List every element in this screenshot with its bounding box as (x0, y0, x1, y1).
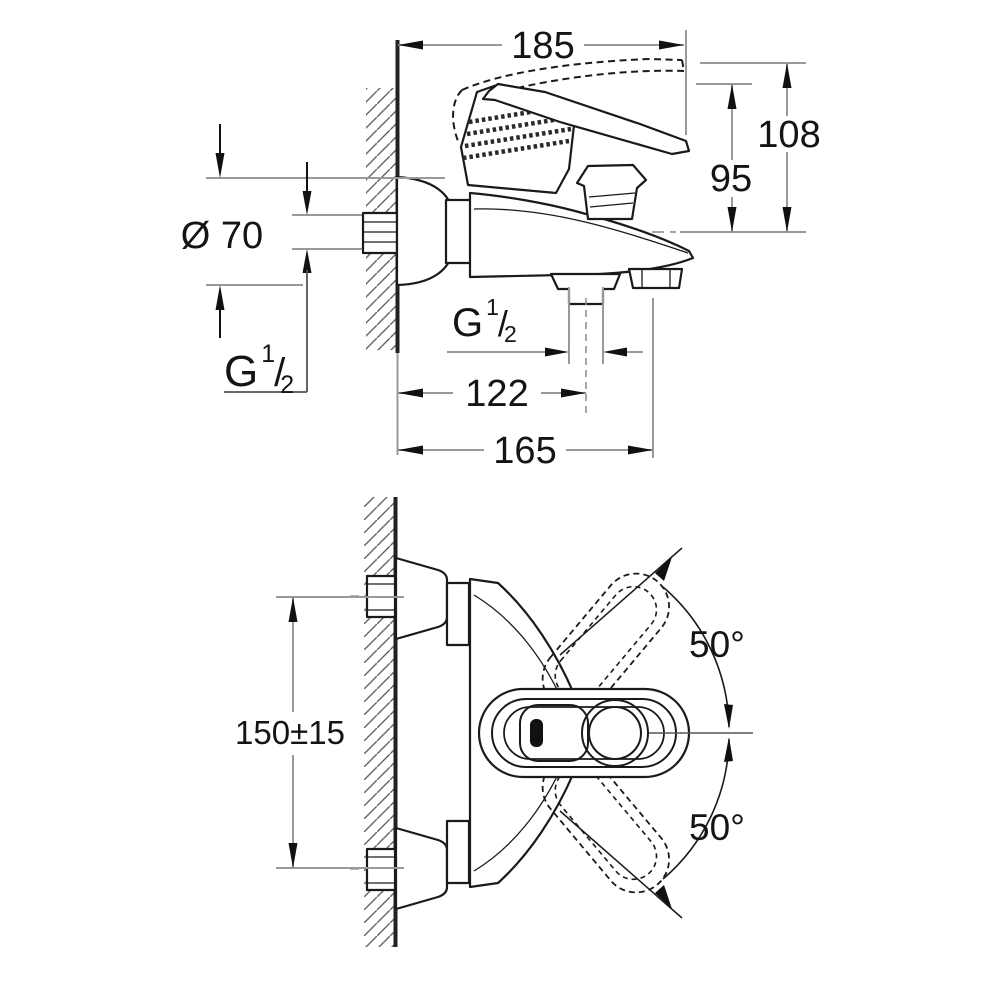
upper-union-stem (445, 581, 471, 647)
knurl-texture (462, 102, 575, 161)
arrowhead (782, 207, 792, 232)
dim-150: 150±15 (235, 596, 404, 869)
body-inner-edge-upper (473, 594, 563, 701)
arrowhead (655, 885, 672, 909)
dim-escutcheon-diameter: Ø 70 (181, 124, 445, 338)
dim-150-label: 150±15 (235, 714, 345, 751)
swing-line-upper (559, 547, 683, 656)
shower-outlet (627, 267, 684, 290)
arrowhead (288, 843, 298, 868)
arrowhead (215, 285, 225, 310)
upper-escutcheon (394, 556, 449, 641)
dim-108-label: 108 (757, 114, 820, 156)
side-view: 185 108 95 (181, 25, 821, 472)
body-inner-edge-lower (473, 765, 563, 872)
handle-end-circle-outer (581, 699, 649, 767)
arrowhead (628, 445, 653, 455)
lever-handle-side (481, 82, 691, 156)
arrowhead (727, 84, 737, 109)
arrowhead (655, 557, 672, 581)
arrowhead (603, 347, 627, 357)
arrowhead (288, 597, 298, 622)
angle-lower-label: 50° (689, 807, 745, 848)
union-nut-side (444, 198, 475, 265)
in-wall-supply-fitting (361, 211, 399, 255)
arrowhead (398, 40, 423, 50)
angle-upper-label: 50° (689, 624, 745, 665)
dim-95: 95 (696, 83, 752, 232)
arrowhead (302, 191, 312, 215)
arrowhead (724, 704, 733, 729)
arrowhead (398, 388, 423, 398)
arrowhead (561, 388, 586, 398)
dim-165: 165 (398, 298, 654, 472)
arrowhead (782, 63, 792, 88)
lower-supply-nut (365, 847, 397, 892)
handle-end-circle-inner (588, 706, 642, 760)
arrowhead (724, 737, 733, 762)
arrowhead (398, 445, 423, 455)
handle-logo-mark (530, 719, 543, 747)
dim-95-label: 95 (710, 158, 752, 200)
dim-122-label: 122 (465, 373, 528, 415)
swing-line-lower (559, 810, 683, 919)
arrowhead (302, 249, 312, 273)
arrowhead (659, 40, 684, 50)
diverter-knob (575, 163, 648, 221)
plan-view: 50° 50° 150±15 (235, 497, 753, 947)
dim-185: 185 (398, 25, 687, 135)
spout-inner-edge (473, 208, 689, 254)
side-dimensions: 185 108 95 (181, 25, 821, 472)
arrowhead (215, 153, 225, 178)
arrowhead (545, 347, 569, 357)
mixer-body-spout (468, 191, 695, 279)
escutcheon-side (395, 175, 455, 287)
dim-165-label: 165 (493, 430, 556, 472)
lower-union-stem (445, 819, 471, 885)
dim-185-label: 185 (511, 25, 574, 67)
arrowhead (727, 207, 737, 232)
dim-108: 108 (680, 62, 821, 233)
lower-escutcheon (394, 826, 449, 911)
lever-raised-outline (452, 57, 685, 142)
dim-diameter-label: Ø 70 (181, 215, 263, 257)
dim-122: 122 (398, 298, 587, 418)
